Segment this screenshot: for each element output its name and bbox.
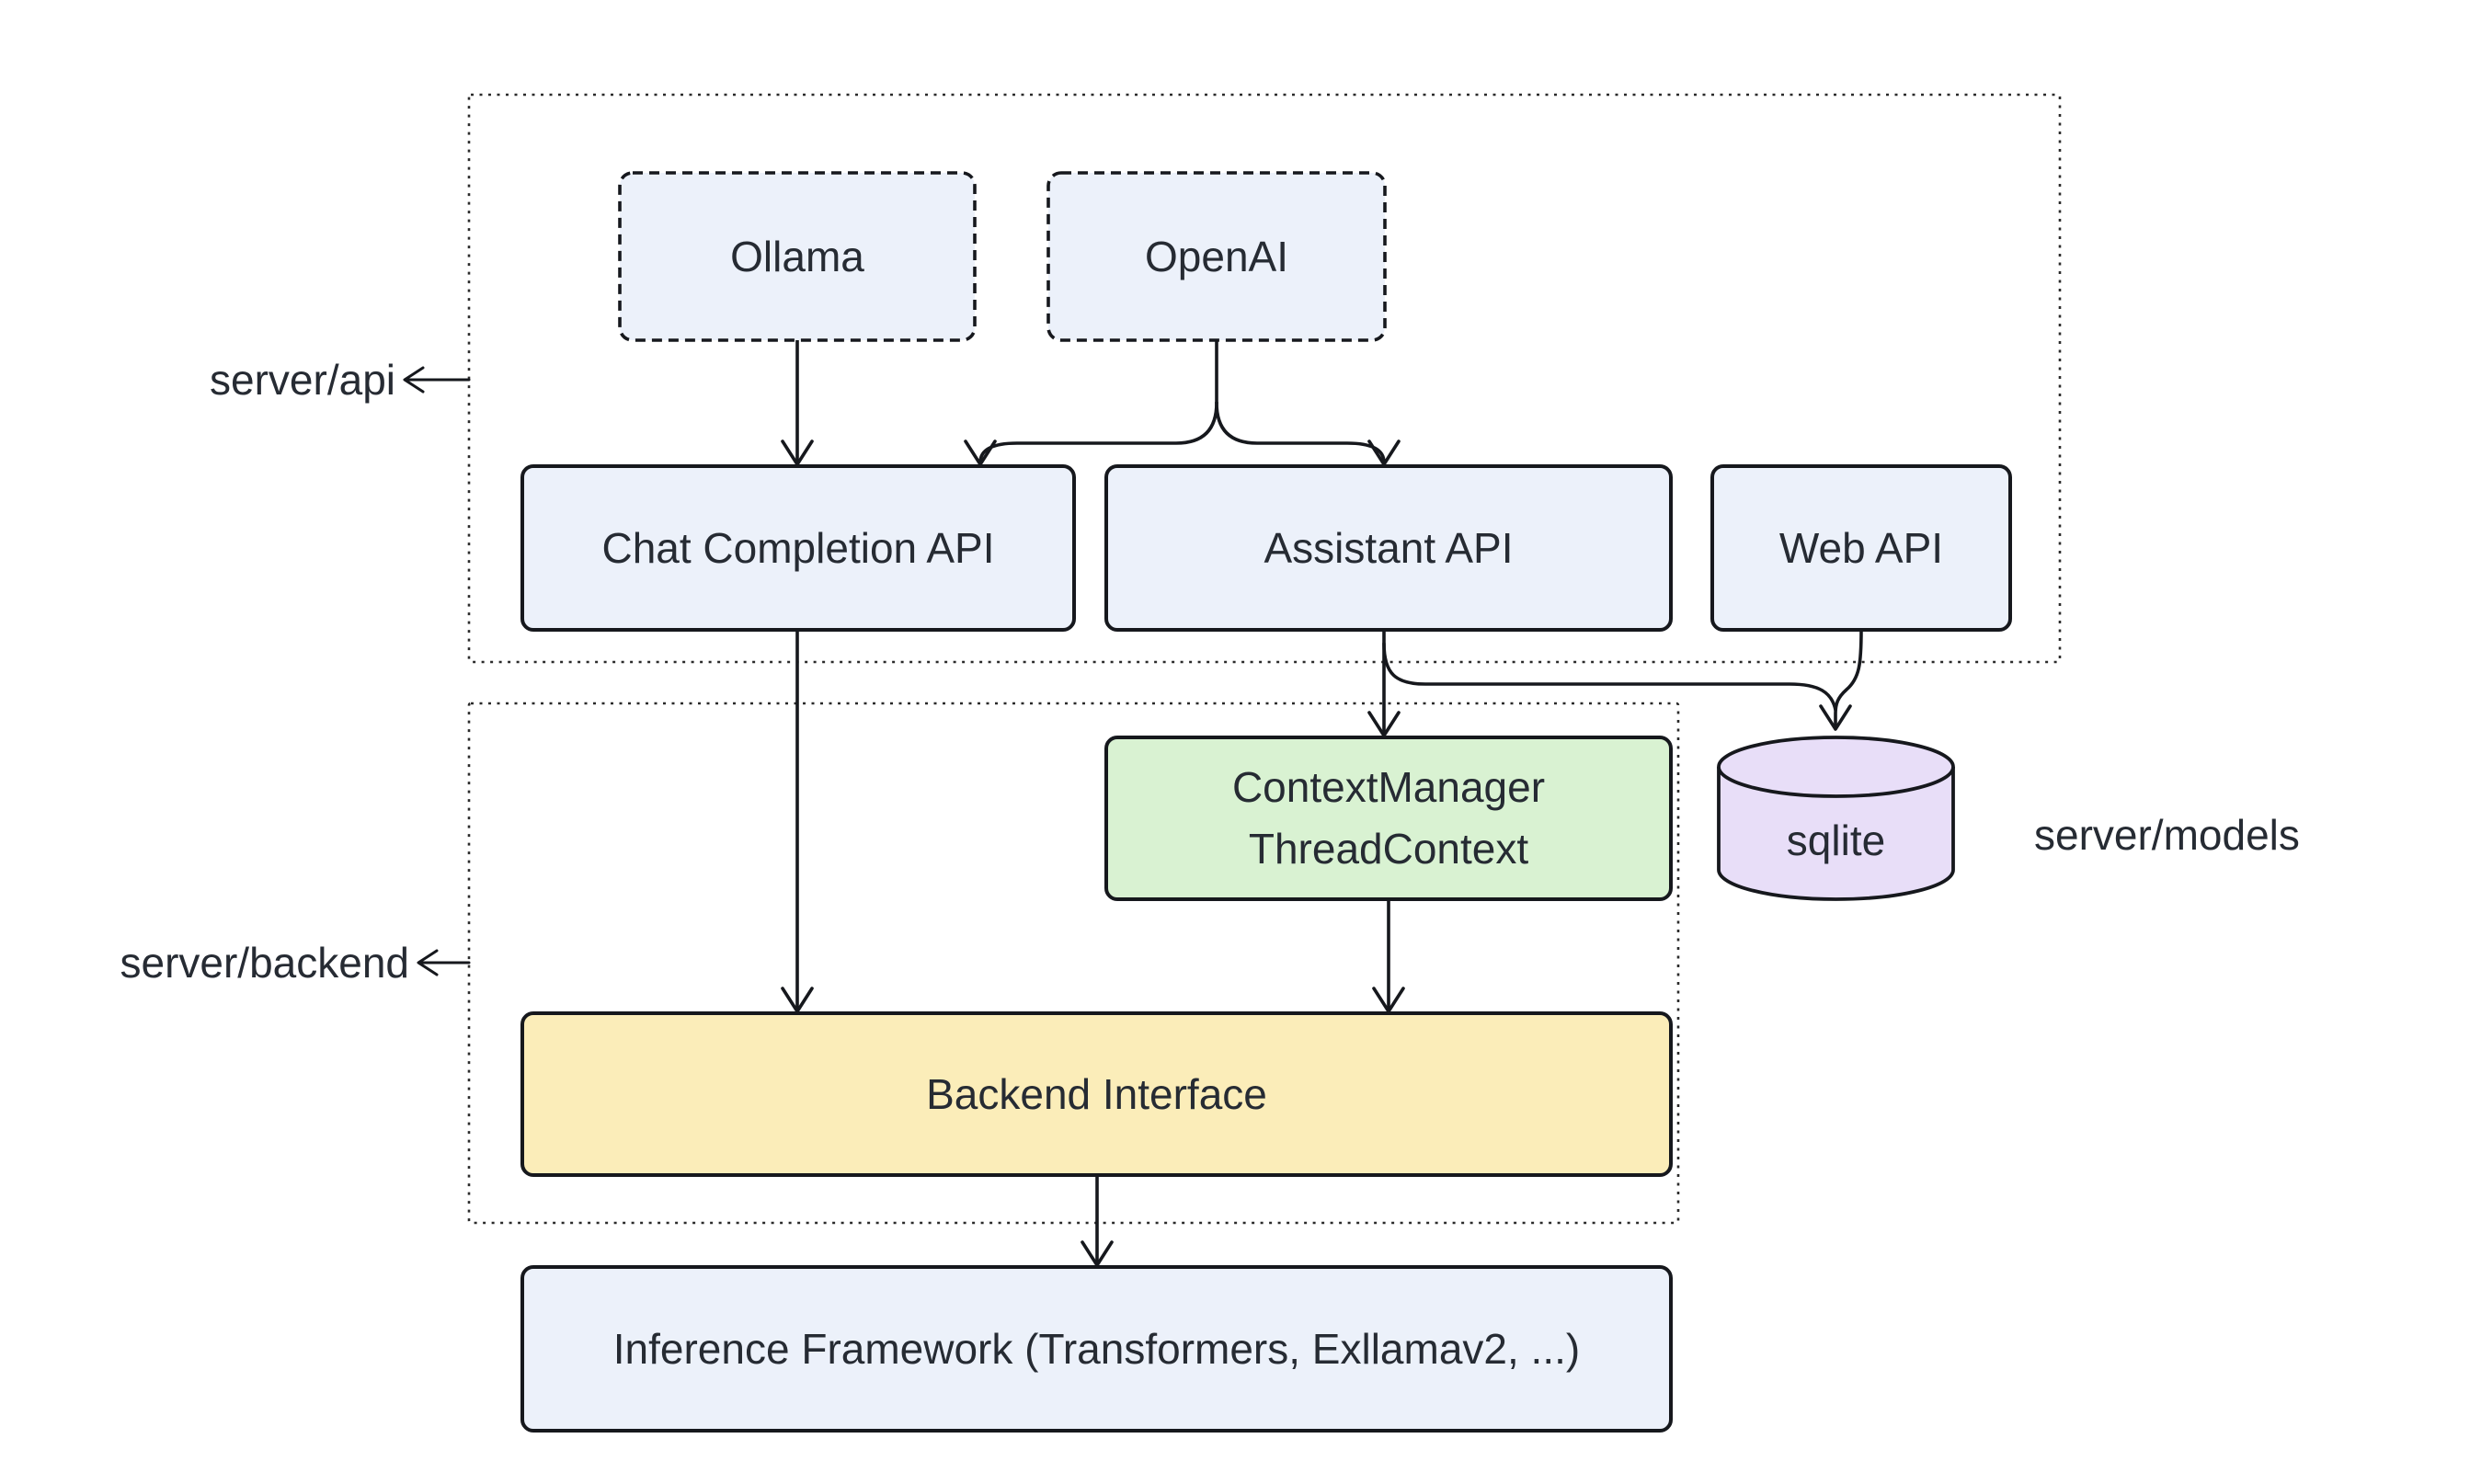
label-server-models: server/models xyxy=(2034,811,2300,859)
node-sqlite-cylinder xyxy=(1717,736,1955,901)
pointer-arrowhead-server-backend xyxy=(417,949,439,976)
node-backend-interface xyxy=(520,1011,1673,1177)
node-inference-framework xyxy=(520,1265,1673,1433)
sqlite-cylinder-top xyxy=(1717,736,1955,798)
edge-openai-to-chat-completion xyxy=(978,401,1218,464)
sqlite-cylinder-body xyxy=(1717,767,1955,901)
label-server-backend: server/backend xyxy=(120,939,410,987)
edge-web-api-to-sqlite xyxy=(1834,628,1863,728)
node-chat-completion-api xyxy=(520,464,1076,632)
node-ollama xyxy=(618,171,977,342)
container-server-backend xyxy=(467,702,1680,1225)
node-context-manager xyxy=(1104,736,1673,901)
pointer-arrowhead-server-api xyxy=(403,366,425,394)
edge-assistant-api-to-sqlite xyxy=(1382,642,1837,712)
node-web-api xyxy=(1710,464,2012,632)
node-assistant-api xyxy=(1104,464,1673,632)
arrowhead-to-sqlite xyxy=(1819,704,1852,731)
edge-openai-to-assistant-api xyxy=(1215,401,1386,464)
node-openai xyxy=(1046,171,1387,342)
label-server-api: server/api xyxy=(210,356,395,404)
